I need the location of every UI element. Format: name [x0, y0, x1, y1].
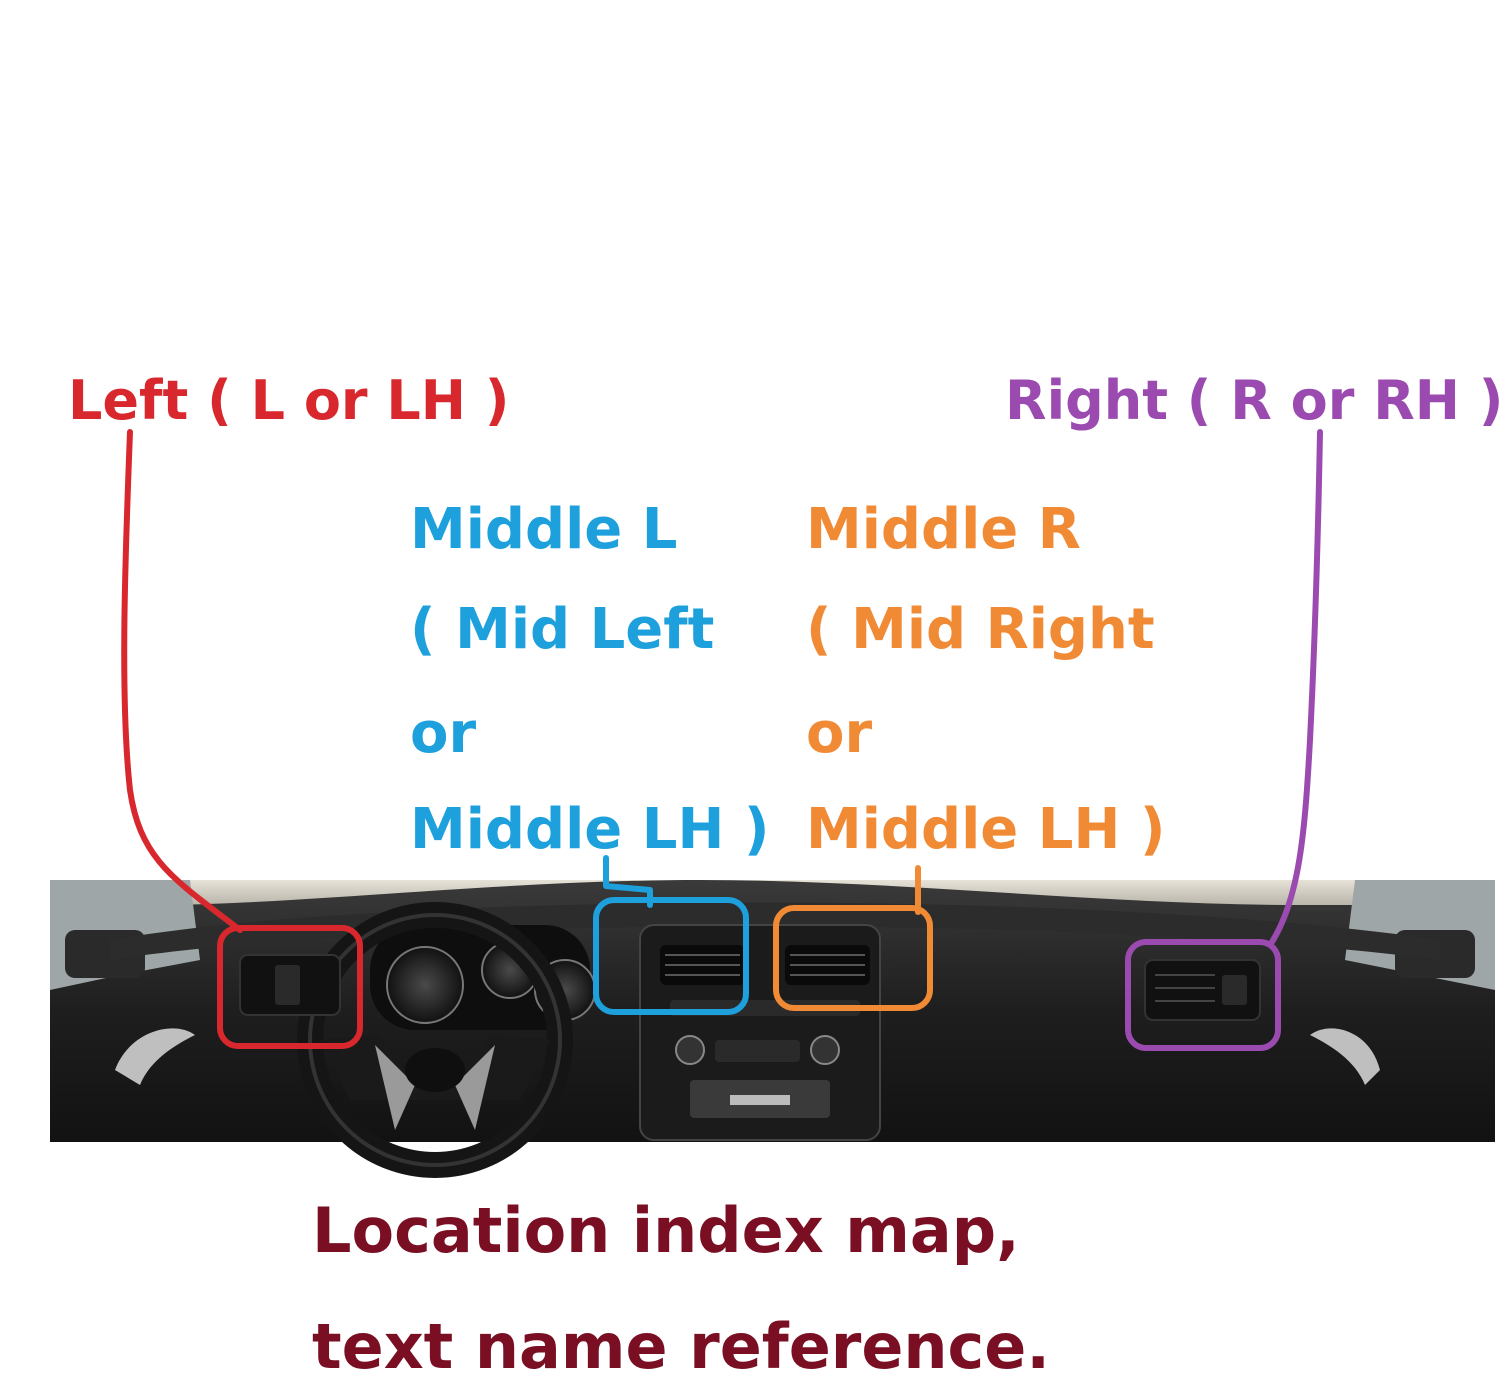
- middle-right-callout: [773, 865, 933, 1011]
- middle-left-label-line-2: ( Mid Left: [410, 597, 715, 662]
- middle-right-label-line-4: Middle LH ): [806, 797, 1166, 862]
- left-callout: [121, 429, 363, 1049]
- middle-left-label-line-4: Middle LH ): [410, 797, 770, 862]
- left-vent-box: [217, 925, 363, 1049]
- middle-right-label-line-1: Middle R: [806, 497, 1081, 562]
- middle-right-label-line-2: ( Mid Right: [806, 597, 1155, 662]
- middle-left-label-line-1: Middle L: [410, 497, 678, 562]
- caption-line-1: Location index map,: [312, 1194, 1020, 1267]
- left-label: Left ( L or LH ): [68, 369, 510, 432]
- right-label: Right ( R or RH ): [1005, 369, 1500, 432]
- middle-left-callout: [593, 855, 749, 1015]
- left-leader-line: [121, 429, 243, 933]
- right-vent-box: [1125, 939, 1281, 1051]
- middle-right-vent-box: [773, 905, 933, 1011]
- dashboard-photo: [50, 880, 1495, 1178]
- caption-line-2: text name reference.: [312, 1310, 1050, 1383]
- middle-right-label-line-3: or: [806, 701, 873, 766]
- right-leader-line: [1267, 429, 1323, 948]
- middle-left-label-line-3: or: [410, 701, 477, 766]
- middle-left-vent-box: [593, 897, 749, 1015]
- right-callout: [1125, 429, 1323, 1051]
